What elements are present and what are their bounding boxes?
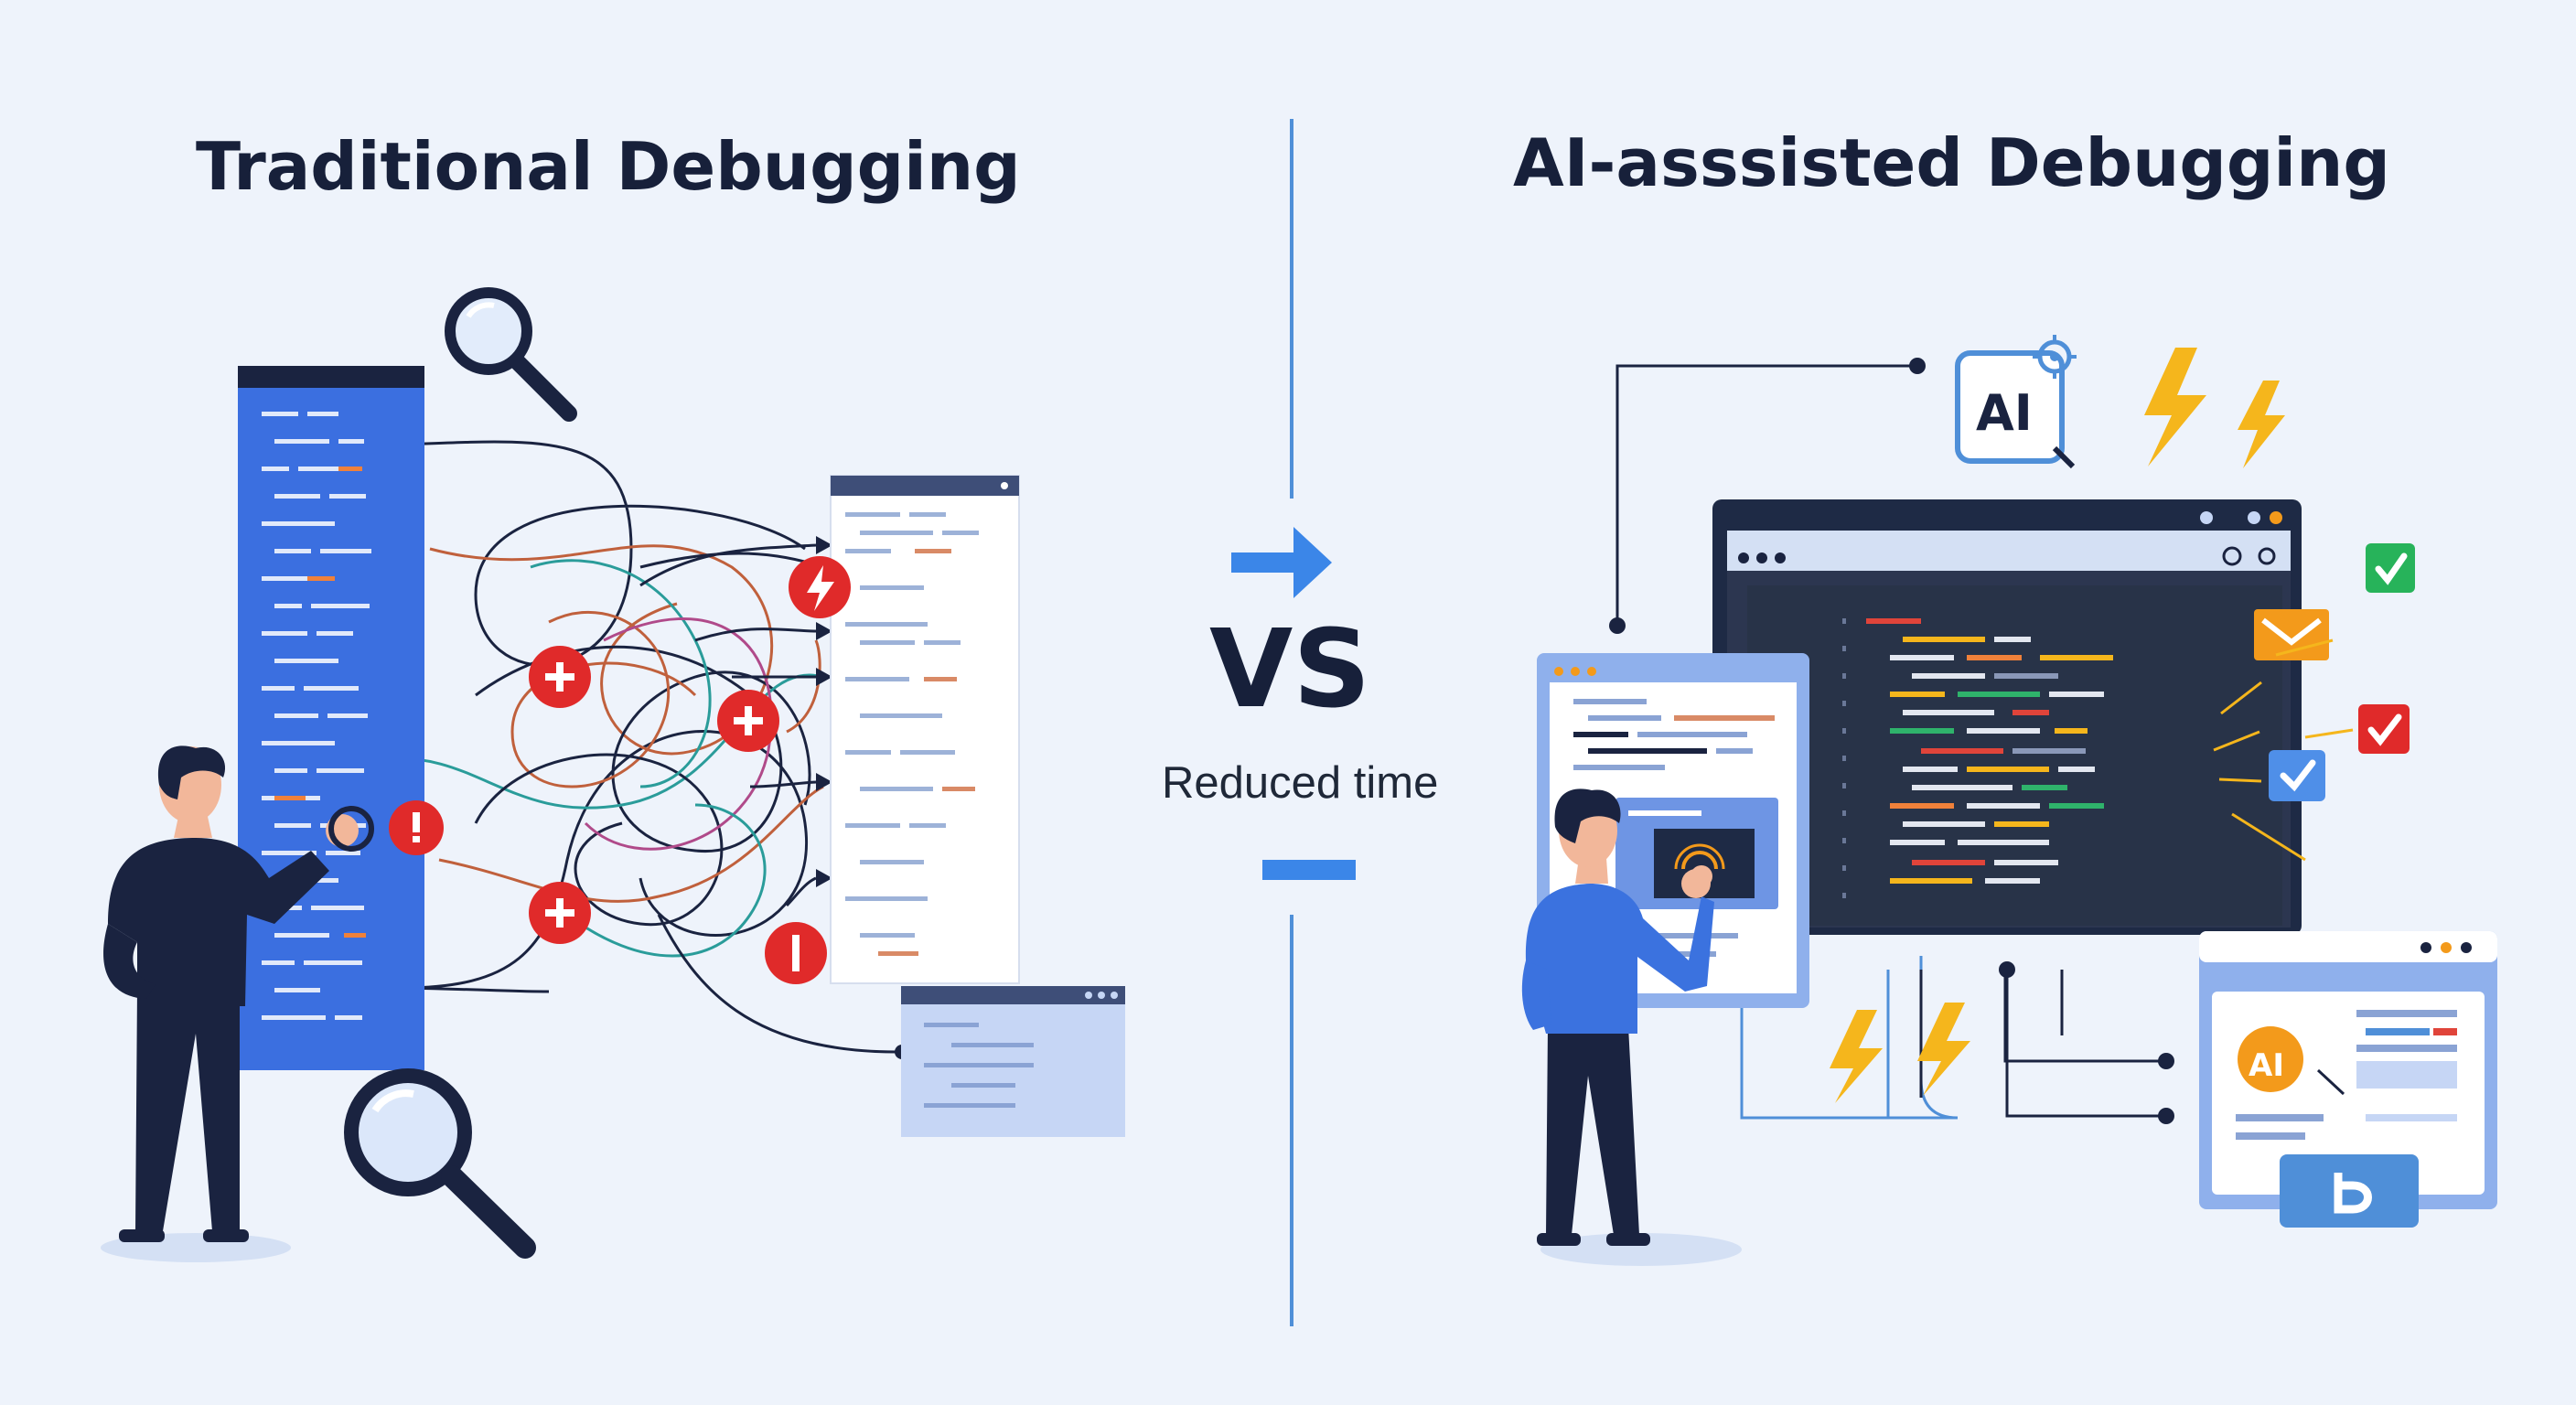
bolt-icon (789, 556, 851, 618)
plus-icon (717, 690, 779, 752)
traditional-debugging-title: Traditional Debugging (196, 128, 1021, 205)
check-icon (2269, 750, 2325, 801)
bolt-icon (2144, 348, 2206, 467)
code-column-panel (238, 366, 424, 1070)
bolt-icon (1917, 1003, 1970, 1096)
ai-assisted-debugging-title: AI-asssisted Debugging (1513, 124, 2390, 201)
plus-icon (529, 646, 591, 708)
main-monitor (1712, 499, 2302, 935)
center-divider (1231, 119, 1356, 1326)
alert-icon (765, 922, 827, 984)
spark-lines (2213, 638, 2354, 862)
magnifier-icon (344, 1068, 536, 1259)
minus-bar (1262, 860, 1356, 880)
check-icon (2366, 543, 2415, 593)
output-window (901, 986, 1125, 1137)
code-window-small (830, 475, 1020, 984)
developer-figure-left (101, 745, 374, 1262)
reduced-time-caption: Reduced time (1162, 758, 1439, 808)
ai-assistant-window: AI (2199, 931, 2497, 1228)
arrow-right-icon (1231, 527, 1332, 598)
ai-chip-label: AI (1976, 384, 2033, 442)
magnifier-icon (445, 287, 577, 422)
bolt-icons-top (1830, 348, 2285, 1103)
vs-label: VS (1209, 606, 1371, 732)
connector-lines (1615, 364, 2163, 1120)
connector-dots (1609, 358, 2174, 1124)
ai-chip-icon: AI (1955, 335, 2077, 469)
plus-icon (529, 882, 591, 944)
alert-icon (389, 800, 444, 855)
bolt-icon (2238, 381, 2285, 468)
bolt-icon (1830, 1010, 1883, 1103)
ai-circle-label: AI (2249, 1047, 2284, 1084)
check-icon (2358, 704, 2410, 754)
envelope-icon (2254, 609, 2329, 660)
developer-figure-right (1521, 788, 1742, 1266)
